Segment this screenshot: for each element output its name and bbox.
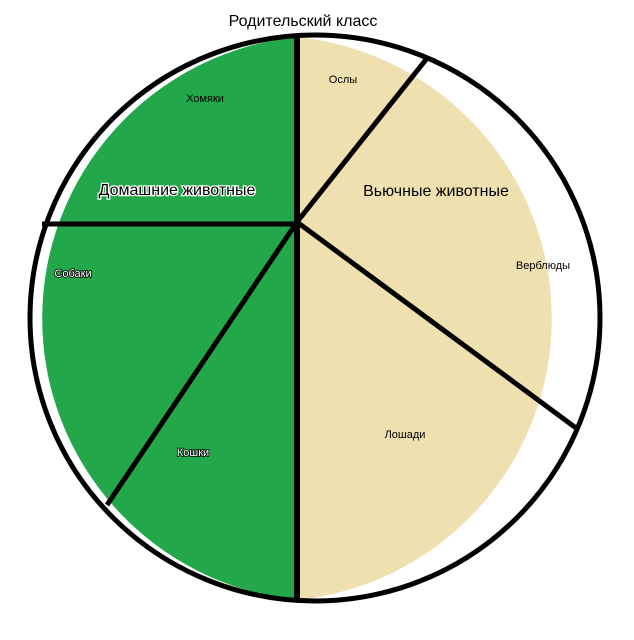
outer-circle <box>27 32 603 604</box>
domestic-animals-half <box>42 37 297 600</box>
segment-label-cats: Кошки <box>177 447 209 459</box>
segment-label-hamsters: Хомяки <box>186 93 224 105</box>
group-label-domestic: Домашние животные <box>99 182 256 199</box>
camels-horses-divider <box>295 219 578 431</box>
donkeys-camels-divider <box>295 55 430 224</box>
segment-label-camels: Верблюды <box>516 260 570 272</box>
segment-label-dogs: Собаки <box>54 268 91 280</box>
diagram-title: Родительский класс <box>229 13 378 30</box>
segment-label-donkeys: Ослы <box>329 74 357 86</box>
segment-label-horses: Лошади <box>385 429 426 441</box>
dogs-cats-divider <box>104 220 300 507</box>
group-label-pack: Вьючные животные <box>363 183 509 200</box>
